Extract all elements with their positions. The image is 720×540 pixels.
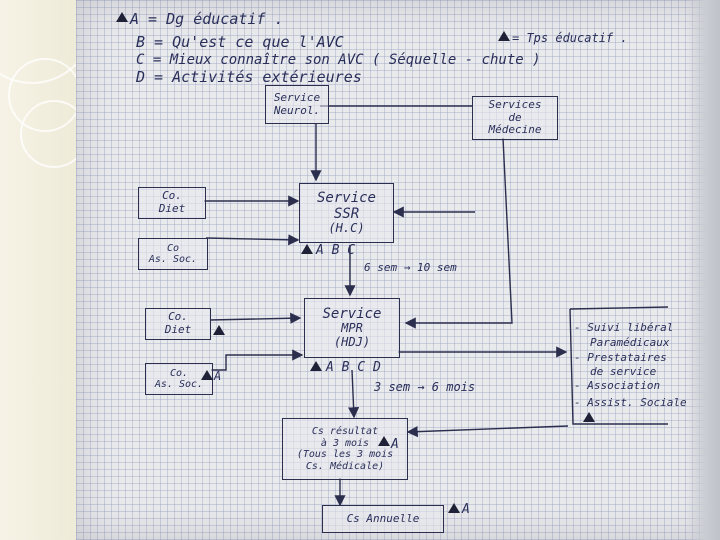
box-line: Diet (164, 323, 192, 336)
box-line: Diet (158, 202, 186, 215)
legend-item-b: B = Qu'est ce que l'AVC (136, 33, 344, 51)
box-line: (H.C) (328, 221, 365, 236)
box-line: Médecine (488, 123, 542, 137)
box-line: As. Soc. (148, 254, 198, 265)
co-as-2-letter: A (214, 369, 222, 383)
box-services-medecine: Services de Médecine (472, 96, 558, 140)
ext-list-item: de service (590, 365, 657, 378)
triangle-icon (116, 12, 128, 22)
mpr-letters: A B C D (326, 360, 381, 375)
box-consultation-3-mois: Cs résultat à 3 mois (Tous les 3 mois Cs… (282, 418, 408, 480)
duration-mpr: 3 sem → 6 mois (374, 380, 476, 394)
box-line: (Tous les 3 mois (296, 449, 394, 460)
triangle-legend-note: = Tps éducatif . (512, 31, 628, 45)
ssr-letters: A B C (316, 243, 356, 258)
legend-item-a: A = Dg éducatif . (130, 10, 284, 28)
triangle-icon (213, 325, 225, 335)
triangle-icon (310, 361, 322, 371)
box-co-as-1: Co As. Soc. (138, 238, 208, 270)
box-line: Co. (169, 367, 189, 379)
triangle-icon (583, 412, 595, 422)
ext-list-item: - Prestataires (574, 351, 667, 364)
box-service-ssr: Service SSR (H.C) (299, 183, 394, 243)
paper-edge (686, 0, 720, 540)
box-line: Co (166, 242, 180, 254)
box-line: Cs résultat (311, 426, 379, 437)
box-line: Services (488, 98, 542, 112)
duration-ssr: 6 sem → 10 sem (364, 261, 457, 274)
box-line: Service (273, 90, 321, 104)
box-service-mpr: Service MPR (HDJ) (304, 298, 400, 358)
box-line: Co. (168, 310, 188, 324)
consult-letter: A (391, 437, 399, 452)
ext-list-item: Paramédicaux (590, 336, 670, 349)
triangle-icon (378, 436, 390, 446)
triangle-icon (301, 244, 313, 254)
box-line: à 3 mois (320, 437, 370, 449)
ext-list-item: - Suivi libéral (574, 321, 674, 334)
triangle-icon (201, 370, 213, 380)
legend-item-d: D = Activités extérieures (136, 68, 362, 86)
box-co-diet-1: Co. Diet (138, 187, 206, 219)
box-cs-annuelle: Cs Annuelle (322, 505, 444, 533)
box-line: As. Soc. (154, 379, 204, 390)
box-line: MPR (341, 321, 363, 336)
triangle-icon (448, 503, 460, 513)
triangle-icon (498, 31, 510, 41)
box-co-diet-2: Co. Diet (145, 308, 211, 340)
ext-list-item: - Association (574, 379, 661, 392)
box-line: Service (322, 306, 382, 323)
box-line: Cs Annuelle (346, 511, 420, 525)
box-line: Service (316, 190, 376, 206)
box-line: Co. (162, 189, 182, 203)
legend-item-c: C = Mieux connaître son AVC ( Séquelle -… (136, 52, 541, 68)
annuelle-letter: A (462, 502, 470, 517)
box-line: Cs. Médicale) (305, 460, 385, 472)
box-line: de (508, 110, 522, 124)
box-line: SSR (333, 206, 360, 223)
box-service-neurol: Service Neurol. (265, 85, 329, 124)
ext-list-item: - Assist. Sociale (574, 396, 687, 409)
box-line: (HDJ) (333, 335, 371, 350)
box-line: Neurol. (273, 103, 321, 117)
